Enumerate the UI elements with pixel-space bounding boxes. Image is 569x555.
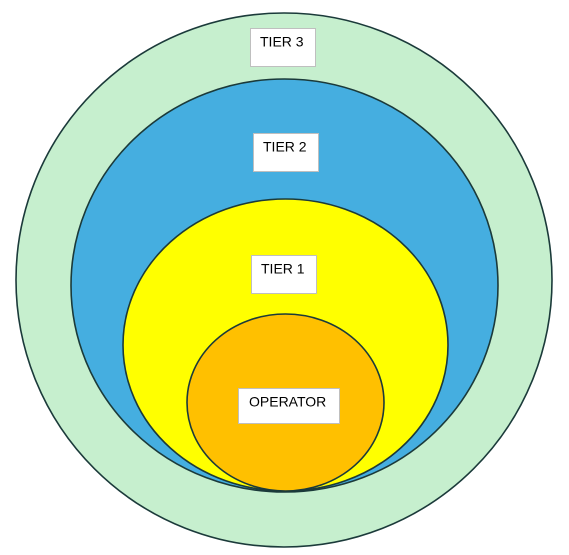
tier-3-label-text: TIER 3 (260, 34, 304, 50)
tier-2-label-box (253, 133, 319, 172)
tier-3-label: TIER 3 (250, 28, 316, 67)
tier-3-label-box (250, 28, 316, 67)
operator-label-box (238, 388, 340, 424)
tier-1-label: TIER 1 (251, 255, 317, 294)
tier-2-label-text: TIER 2 (263, 139, 307, 155)
operator-label: OPERATOR (238, 388, 340, 424)
tier-2-label: TIER 2 (253, 133, 319, 172)
tier-1-label-box (251, 255, 317, 294)
tier-1-label-text: TIER 1 (261, 261, 305, 277)
operator-label-text: OPERATOR (249, 394, 326, 410)
